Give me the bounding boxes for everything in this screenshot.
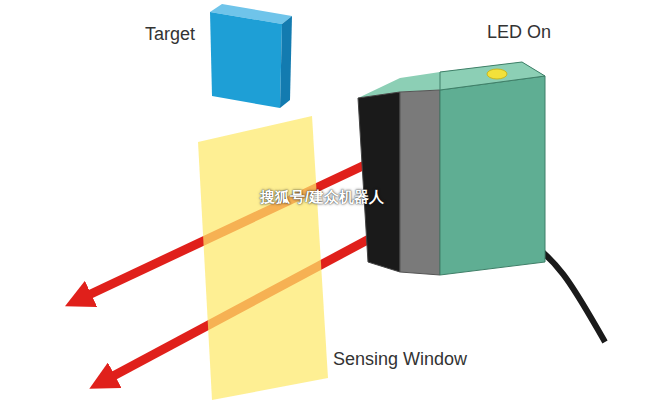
watermark: 搜狐号/建众机器人	[260, 188, 384, 207]
target-block	[210, 4, 292, 108]
part-label: LED On	[487, 22, 551, 43]
part-label: Target	[145, 24, 195, 45]
sensor-body	[358, 62, 605, 342]
part-label: Sensing Window	[333, 349, 467, 370]
led-indicator	[487, 69, 507, 79]
sensing-window	[198, 116, 328, 400]
